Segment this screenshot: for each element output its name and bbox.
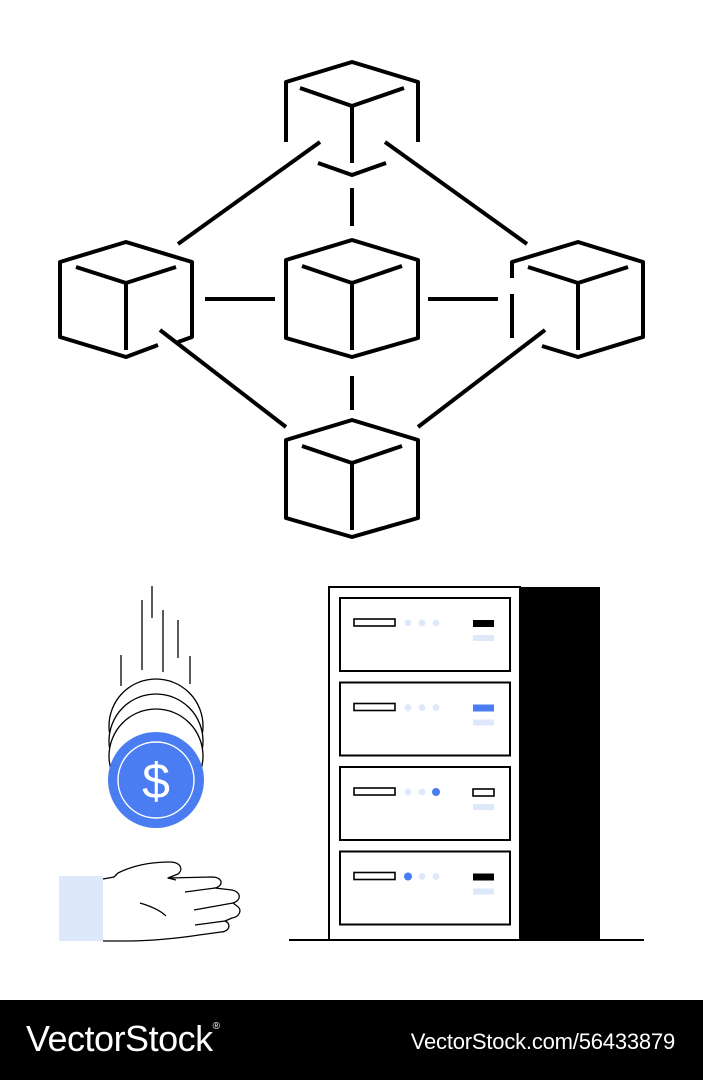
status-sub-indicator xyxy=(473,888,494,895)
status-indicator xyxy=(473,873,494,881)
server-rack xyxy=(289,586,644,941)
status-led xyxy=(418,788,426,796)
status-indicator xyxy=(473,704,494,712)
drive-slot xyxy=(353,871,396,881)
drive-slot xyxy=(353,618,396,627)
status-sub-indicator xyxy=(473,804,494,810)
block-center xyxy=(284,238,420,359)
block-top xyxy=(284,60,420,177)
rack-unit-panel xyxy=(339,597,511,672)
status-led xyxy=(432,873,440,880)
link-left-bottom xyxy=(158,328,288,429)
status-led xyxy=(418,619,426,627)
drive-slot xyxy=(353,787,396,796)
status-sub-indicator xyxy=(473,719,494,726)
blockchain-network xyxy=(58,60,645,539)
image-id: VectorStock.com/56433879 xyxy=(410,1029,675,1054)
motion-lines xyxy=(120,586,191,686)
status-led xyxy=(432,788,440,796)
rack-units xyxy=(339,597,511,926)
rack-unit xyxy=(339,766,511,841)
status-led xyxy=(432,704,440,711)
drive-slot xyxy=(353,702,396,712)
status-led xyxy=(418,873,426,880)
link-top-right xyxy=(383,140,529,246)
rack-unit-panel xyxy=(339,681,511,757)
block-right xyxy=(510,240,645,359)
status-led xyxy=(404,872,412,881)
link-right-bottom xyxy=(416,328,547,429)
open-hand-icon xyxy=(59,861,241,942)
link-top-left xyxy=(176,140,322,246)
status-led xyxy=(418,704,426,711)
network-links xyxy=(158,140,547,429)
rack-unit-panel xyxy=(339,850,511,926)
status-led xyxy=(404,788,412,796)
falling-coins: $ xyxy=(108,586,204,828)
brand-logo: VectorStock® xyxy=(26,1018,220,1060)
rack-unit xyxy=(339,850,511,926)
rack-side-panel xyxy=(520,587,600,940)
block-bottom xyxy=(284,418,420,539)
watermark-bar: VectorStock® VectorStock.com/56433879 xyxy=(0,1000,703,1080)
status-led xyxy=(432,619,440,627)
status-led xyxy=(404,704,412,711)
coin-symbol: $ xyxy=(142,753,170,809)
illustration: $ xyxy=(58,60,645,942)
rack-unit-panel xyxy=(339,766,511,841)
status-indicator xyxy=(473,620,494,627)
dollar-coin-icon: $ xyxy=(108,732,204,828)
status-led xyxy=(404,619,412,627)
sleeve-cuff xyxy=(59,876,103,941)
rack-unit xyxy=(339,597,511,672)
status-sub-indicator xyxy=(473,635,494,641)
registered-mark: ® xyxy=(212,1021,220,1032)
block-left xyxy=(58,240,194,359)
rack-unit xyxy=(339,681,511,757)
status-indicator xyxy=(472,788,495,797)
brand-name: VectorStock xyxy=(26,1018,213,1059)
